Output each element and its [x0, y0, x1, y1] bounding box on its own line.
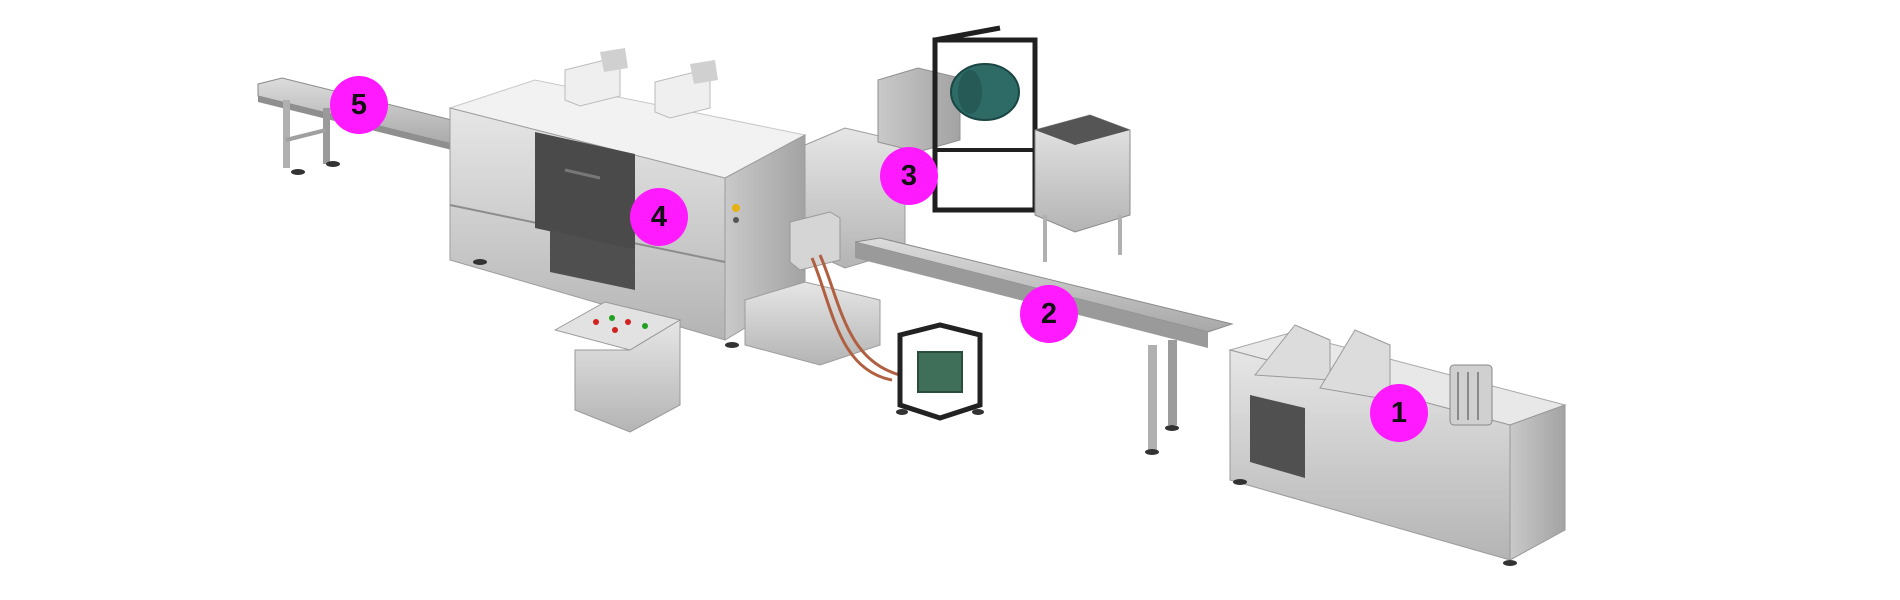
marker-2: 2: [1020, 285, 1078, 343]
control-console: [553, 301, 682, 433]
forming-machine: [1228, 324, 1567, 566]
marker-4: 4: [630, 188, 688, 246]
pump-cart: [896, 322, 984, 421]
marker-1: 1: [1370, 384, 1428, 442]
transfer-conveyor: [854, 237, 1234, 455]
cooling-unit: [804, 25, 1131, 269]
coating-section: [744, 211, 901, 382]
marker-5: 5: [330, 76, 388, 134]
marker-3: 3: [880, 147, 938, 205]
